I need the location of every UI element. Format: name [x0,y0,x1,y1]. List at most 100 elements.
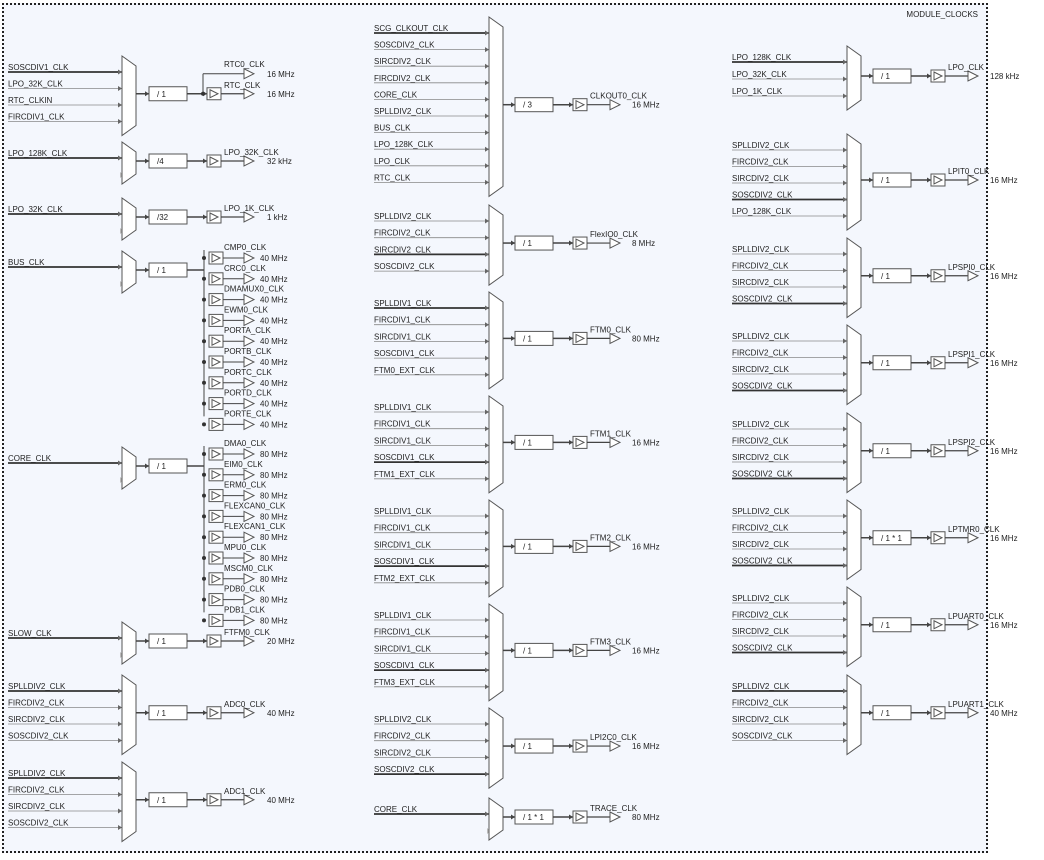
input-arrow [843,443,847,448]
input-arrow [843,59,847,65]
clock-output-freq: 80 MHz [632,813,660,822]
divider-output-arrow [203,214,207,220]
clock-output-arrow [967,356,980,369]
input-label: FIRCDIV2_CLK [374,732,431,741]
clock-mux [121,674,137,756]
input-label: SOSCDIV1_CLK [374,557,435,566]
clock-module-lpspi1: SPLLDIV2_CLKFIRCDIV2_CLKSIRCDIV2_CLKSOSC… [732,324,1018,406]
divider-box [148,458,188,474]
clock-output-freq: 16 MHz [990,621,1018,630]
input-label: CORE_CLK [8,454,52,463]
clock-module-lpspi0: SPLLDIV2_CLKFIRCDIV2_CLKSIRCDIV2_CLKSOSC… [732,237,1018,319]
clock-mux [846,586,862,668]
clock-output-freq: 16 MHz [632,101,660,110]
junction-dot [202,493,206,498]
clock-output-name: LPUART0_CLK [948,612,1005,621]
input-label: LPO_CLK [374,157,411,166]
input-label: FIRCDIV2_CLK [732,262,789,271]
input-arrow [843,476,847,481]
input-arrow [118,705,122,710]
mux-output-arrow [145,797,149,803]
divider-label: / 1 [523,438,532,447]
input-arrow [118,119,122,124]
clock-output-arrow [243,397,256,410]
clock-output-arrow [609,436,622,449]
clock-output-name: PORTB_CLK [224,347,272,356]
clock-output-name: CMP0_CLK [224,243,267,252]
input-arrow [843,213,847,219]
divider-output-arrow [203,638,207,644]
clock-output-freq: 16 MHz [632,646,660,655]
divider-label: / 1 [157,709,166,718]
gate-triangle [933,445,944,456]
divider-box [872,705,912,721]
input-label: LPO_128K_CLK [8,149,68,158]
gate-triangle [211,336,222,347]
divider-box [872,355,912,371]
clock-output-arrow [243,635,256,647]
clock-output-name: LPUART1_CLK [948,700,1005,709]
gate-triangle [211,573,222,584]
clock-output-freq: 40 MHz [260,254,288,263]
input-arrow [843,600,847,606]
clock-output-name: FTM1_CLK [590,429,632,438]
clock-mux [846,412,862,494]
clock-output-arrow [243,314,256,327]
divider-label: / 1 [881,447,890,456]
clock-output-freq: 16 MHz [990,534,1018,543]
input-arrow [843,180,847,186]
clock-output-freq: 80 MHz [260,471,288,480]
input-arrow [485,771,489,777]
clock-output-name: LPSPI0_CLK [948,263,996,272]
input-arrow [118,86,122,91]
mux-output-arrow [511,647,515,653]
divider-label: / 1 [523,239,532,248]
divider-box [514,642,554,658]
input-label: SIRCDIV2_CLK [8,715,66,724]
clock-output-freq: 80 MHz [260,596,288,605]
input-arrow [485,80,489,86]
clock-module-adc0: SPLLDIV2_CLKFIRCDIV2_CLKSIRCDIV2_CLKSOSC… [8,674,295,756]
clock-output-freq: 16 MHz [632,742,660,751]
divider-box [514,235,554,251]
clock-output-arrow [243,793,256,806]
input-arrow [843,301,847,306]
clock-mux [488,395,504,494]
junction-dot [202,380,206,385]
clock-output-name: LPIT0_CLK [948,167,990,176]
clock-output-name: ADC1_CLK [224,787,266,796]
divider-label: / 1 [157,637,166,646]
clock-output-freq: 80 MHz [260,575,288,584]
clock-output-arrow [967,706,980,719]
junction-dot [202,276,206,281]
clock-output-arrow [967,618,980,631]
clock-output-freq: 40 MHz [260,400,288,409]
input-arrow [843,338,847,344]
input-arrow [485,409,489,415]
input-label: FIRCDIV1_CLK [374,628,431,637]
mux-output-arrow [511,814,515,820]
clock-output-name: LPSPI2_CLK [948,438,996,447]
clock-output-freq: 80 MHz [260,533,288,542]
divider-output-arrow [927,177,931,183]
clock-module-ftm2: SPLLDIV1_CLKFIRCDIV1_CLKSIRCDIV1_CLKSOSC… [374,499,660,598]
mux-output-arrow [869,622,873,628]
input-label: FIRCDIV2_CLK [732,611,789,620]
input-arrow [485,268,489,274]
input-arrow [843,76,847,82]
input-label: SCG_CLKOUT_CLK [374,24,449,33]
clock-output-name: EWM0_CLK [224,305,269,314]
clock-output-name: FTM0_CLK [590,325,632,334]
clock-output-arrow [243,572,256,585]
input-label: SOSCDIV2_CLK [374,765,435,774]
gate-triangle [575,437,586,448]
mux-output-arrow [511,439,515,445]
divider-label: / 1 [881,72,890,81]
clock-output-arrow [243,272,256,285]
junction-dot [202,422,206,427]
input-label: SLOW_CLK [8,629,52,638]
clock-mux [121,250,137,294]
